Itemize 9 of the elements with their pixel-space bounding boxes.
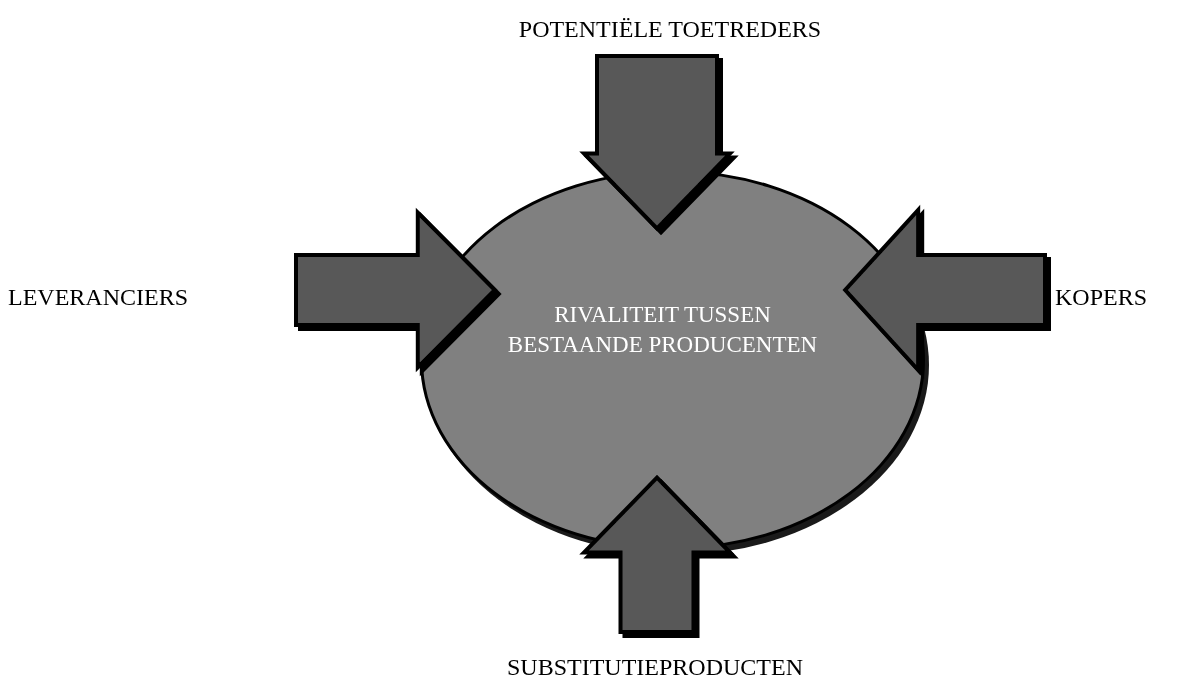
block-arrow <box>579 474 735 634</box>
force-label: SUBSTITUTIEPRODUCTEN <box>507 653 803 682</box>
block-arrow <box>579 54 735 232</box>
force-label: LEVERANCIERS <box>8 283 188 312</box>
node-text: RIVALITEIT TUSSEN BESTAANDE PRODUCENTEN <box>506 301 819 359</box>
block-arrow <box>842 204 1047 376</box>
force-label: KOPERS <box>1055 283 1148 312</box>
force-label: POTENTIËLE TOETREDERS <box>518 15 822 44</box>
block-arrow <box>294 207 498 373</box>
